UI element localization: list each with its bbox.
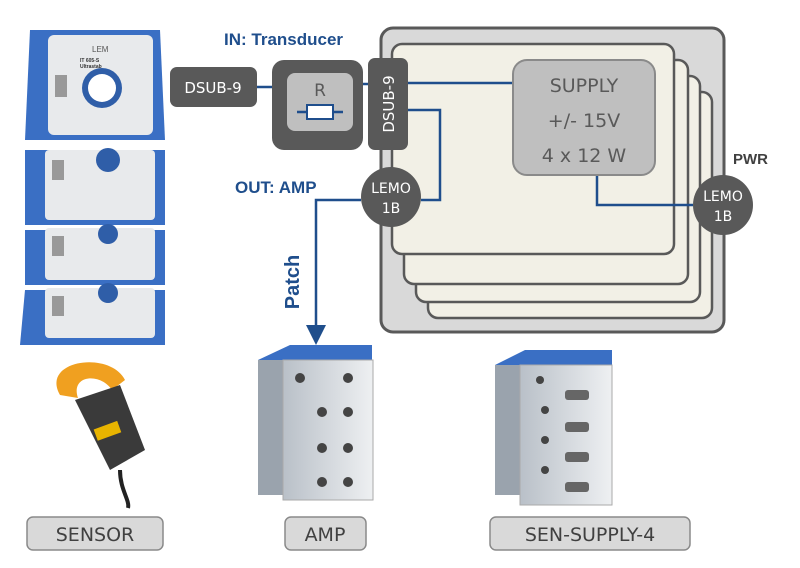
dsub9-input-connector: DSUB-9: [170, 67, 257, 107]
lem-sensor-unit: [25, 224, 165, 285]
supply-voltage: +/- 15V: [548, 110, 620, 132]
svg-text:1B: 1B: [382, 201, 401, 217]
brand-lettering: LEM: [92, 45, 109, 54]
svg-text:LEMO: LEMO: [703, 189, 743, 205]
dsub9-card-connector: DSUB-9: [368, 58, 408, 150]
model-lettering: IT 605-S: [80, 58, 100, 64]
wires: [257, 81, 693, 345]
supply-block: SUPPLY +/- 15V 4 x 12 W: [512, 59, 656, 176]
in-transducer-label: IN: Transducer: [224, 30, 343, 49]
lemo-pwr-connector: LEMO 1B: [693, 175, 753, 235]
sensor-caption: SENSOR: [26, 516, 164, 551]
supply-title: SUPPLY: [550, 75, 619, 97]
svg-text:1B: 1B: [714, 209, 733, 225]
pwr-label: PWR: [733, 151, 768, 168]
dsub9-card-label: DSUB-9: [380, 75, 398, 132]
lem-sensor-stack-image: LEM IT 605-S Ultrastab: [20, 30, 165, 345]
out-amp-label: OUT: AMP: [235, 178, 317, 197]
lemo-out-connector: LEMO 1B: [361, 167, 421, 227]
series-lettering: Ultrastab: [80, 64, 102, 70]
amp-caption: AMP: [284, 516, 367, 551]
supply-power: 4 x 12 W: [542, 145, 627, 167]
svg-text:SENSOR: SENSOR: [56, 524, 135, 546]
sen-supply-caption: SEN-SUPPLY-4: [489, 516, 691, 551]
lem-sensor-unit: [25, 148, 165, 225]
resistor-block: R: [272, 60, 363, 150]
lem-sensor-unit: [20, 283, 165, 345]
patch-label: Patch: [282, 255, 304, 309]
svg-text:AMP: AMP: [305, 524, 346, 546]
lem-sensor-unit: LEM IT 605-S Ultrastab: [25, 30, 165, 140]
dsub9-input-label: DSUB-9: [184, 79, 241, 97]
svg-text:SEN-SUPPLY-4: SEN-SUPPLY-4: [525, 524, 655, 546]
resistor-icon: [297, 104, 343, 120]
amp-module-image: [258, 345, 374, 501]
sen-supply-module-image: [495, 350, 613, 506]
svg-text:LEMO: LEMO: [371, 181, 411, 197]
clamp-sensor-image: [56, 362, 145, 509]
resistor-label: R: [314, 81, 326, 101]
